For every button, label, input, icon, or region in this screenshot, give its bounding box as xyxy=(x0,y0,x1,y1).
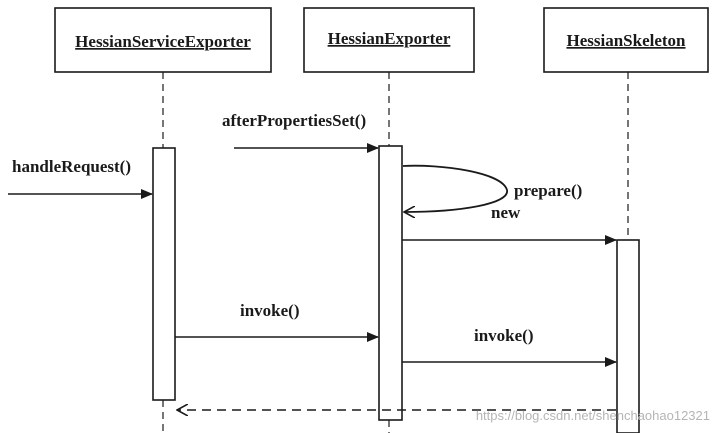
message-handle-request: handleRequest() xyxy=(12,157,131,176)
participant-exporter-label: HessianExporter xyxy=(328,29,451,48)
message-invoke-skeleton: invoke() xyxy=(474,326,534,345)
activation-skeleton xyxy=(616,239,640,433)
arrow-prepare-self-call xyxy=(402,164,508,212)
participant-service-exporter-label: HessianServiceExporter xyxy=(75,32,251,51)
watermark: https://blog.csdn.net/shenchaohao12321 xyxy=(476,408,710,423)
message-new: new xyxy=(491,203,521,222)
participant-service-exporter: HessianServiceExporter xyxy=(54,7,272,73)
activation-service-exporter xyxy=(152,147,176,401)
message-after-properties-set: afterPropertiesSet() xyxy=(222,111,366,130)
message-invoke-exporter: invoke() xyxy=(240,301,300,320)
message-prepare: prepare() xyxy=(514,181,582,200)
participant-exporter: HessianExporter xyxy=(303,7,475,73)
activation-exporter xyxy=(378,145,403,421)
participant-skeleton-label: HessianSkeleton xyxy=(566,31,686,50)
participant-skeleton: HessianSkeleton xyxy=(543,7,709,73)
